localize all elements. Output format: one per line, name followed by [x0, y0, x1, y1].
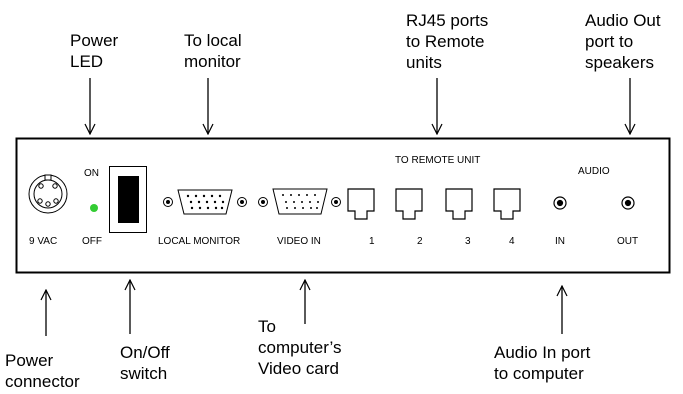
power-connector-icon — [28, 174, 68, 214]
power-led-icon — [90, 204, 98, 212]
label-to-remote-unit: TO REMOTE UNIT — [395, 155, 481, 166]
callout-video-card: To computer’s Video card — [258, 316, 341, 379]
label-off: OFF — [82, 236, 102, 247]
callout-line: On/Off — [120, 343, 170, 362]
label-port-2: 2 — [417, 236, 423, 247]
label-port-1: 1 — [369, 236, 375, 247]
label-local-monitor: LOCAL MONITOR — [158, 236, 241, 247]
callout-power-led: Power LED — [70, 30, 118, 72]
callout-line: Video card — [258, 359, 339, 378]
callout-line: to Remote — [406, 32, 485, 51]
callout-line: to computer — [494, 364, 584, 383]
callout-line: To local — [184, 31, 242, 50]
rj45-port-3-icon — [445, 188, 473, 220]
callout-line: Audio Out — [585, 11, 661, 30]
callout-line: To — [258, 317, 276, 336]
rj45-port-2-icon — [395, 188, 423, 220]
callout-audio-in: Audio In port to computer — [494, 342, 590, 384]
callout-line: Audio In port — [494, 343, 591, 362]
callout-line: connector — [5, 372, 80, 391]
label-audio-in: IN — [555, 236, 565, 247]
video-in-port-icon — [258, 188, 341, 215]
callout-local-monitor: To local monitor — [184, 30, 242, 72]
label-on: ON — [84, 168, 99, 179]
callout-line: units — [406, 53, 442, 72]
audio-in-jack-icon — [553, 196, 567, 210]
label-video-in: VIDEO IN — [277, 236, 321, 247]
callout-line: speakers — [585, 53, 654, 72]
callout-power-connector: Power connector — [5, 350, 80, 392]
callout-line: Power — [70, 31, 119, 50]
callout-line: Power — [5, 351, 54, 370]
callout-audio-out: Audio Out port to speakers — [585, 10, 661, 73]
audio-out-jack-icon — [621, 196, 635, 210]
callout-line: LED — [70, 52, 104, 71]
callout-line: monitor — [184, 52, 241, 71]
callout-line: computer’s — [258, 338, 342, 357]
label-9vac: 9 VAC — [29, 236, 58, 247]
callout-line: RJ45 ports — [406, 11, 489, 30]
rj45-port-1-icon — [347, 188, 375, 220]
onoff-switch-icon — [109, 166, 147, 233]
callout-onoff-switch: On/Off switch — [120, 342, 170, 384]
rj45-port-4-icon — [493, 188, 521, 220]
callout-rj45-ports: RJ45 ports to Remote units — [406, 10, 488, 73]
label-audio-out: OUT — [617, 236, 639, 247]
local-monitor-port-icon — [163, 189, 247, 215]
label-port-3: 3 — [465, 236, 471, 247]
label-port-4: 4 — [509, 236, 515, 247]
label-audio: AUDIO — [578, 166, 610, 177]
callout-line: switch — [120, 364, 168, 383]
callout-line: port to — [585, 32, 634, 51]
